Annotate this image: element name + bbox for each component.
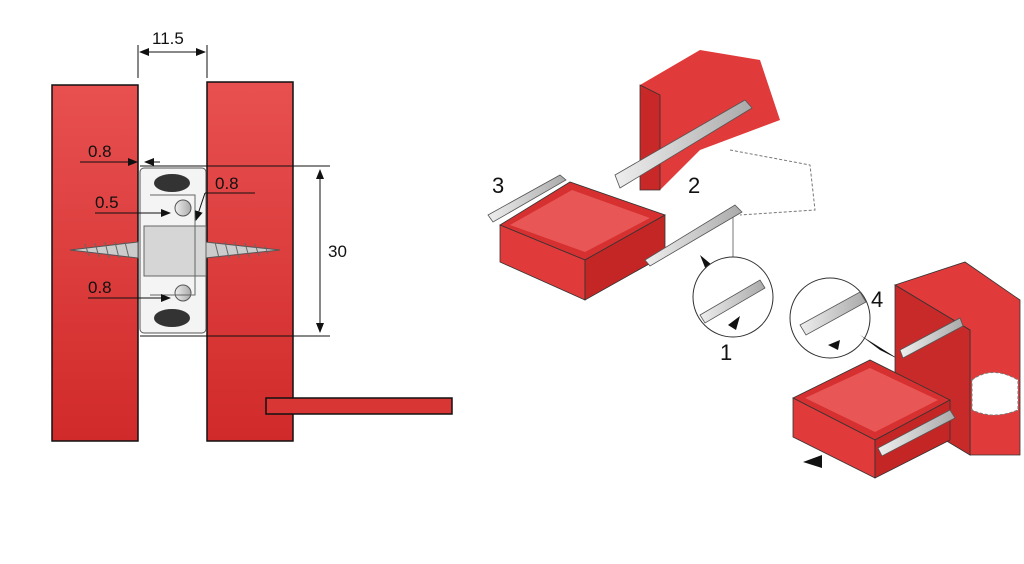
dim-inner-clearance: 0.8 [215, 174, 239, 193]
step-label-4: 4 [871, 287, 883, 312]
cabinet-side-panel [51, 84, 139, 442]
dim-outer-clearance: 0.8 [88, 142, 112, 161]
step-label-3: 3 [492, 173, 504, 198]
dim-height: 30 [328, 242, 347, 261]
upper-cabinet [614, 50, 816, 260]
slide-rail-profile [139, 167, 207, 334]
step-label-2: 2 [688, 173, 700, 198]
dim-gap-width: 11.5 [152, 29, 184, 48]
drawer-bottom-panel [265, 397, 453, 415]
upper-drawer [487, 174, 743, 301]
drawer-side-panel [206, 81, 294, 442]
lower-drawer [792, 359, 956, 479]
detail-circle-4 [789, 277, 900, 360]
dim-rail-thickness: 0.5 [95, 193, 119, 212]
detail-circle-1 [692, 255, 774, 338]
step-label-1: 1 [720, 340, 732, 365]
installation-illustration: 3 2 1 4 [487, 50, 1021, 479]
cross-section: 11.5 0.8 0.8 0.5 0.8 30 [51, 29, 453, 442]
screw-icon [69, 241, 281, 259]
dim-lower-clearance: 0.8 [88, 278, 112, 297]
